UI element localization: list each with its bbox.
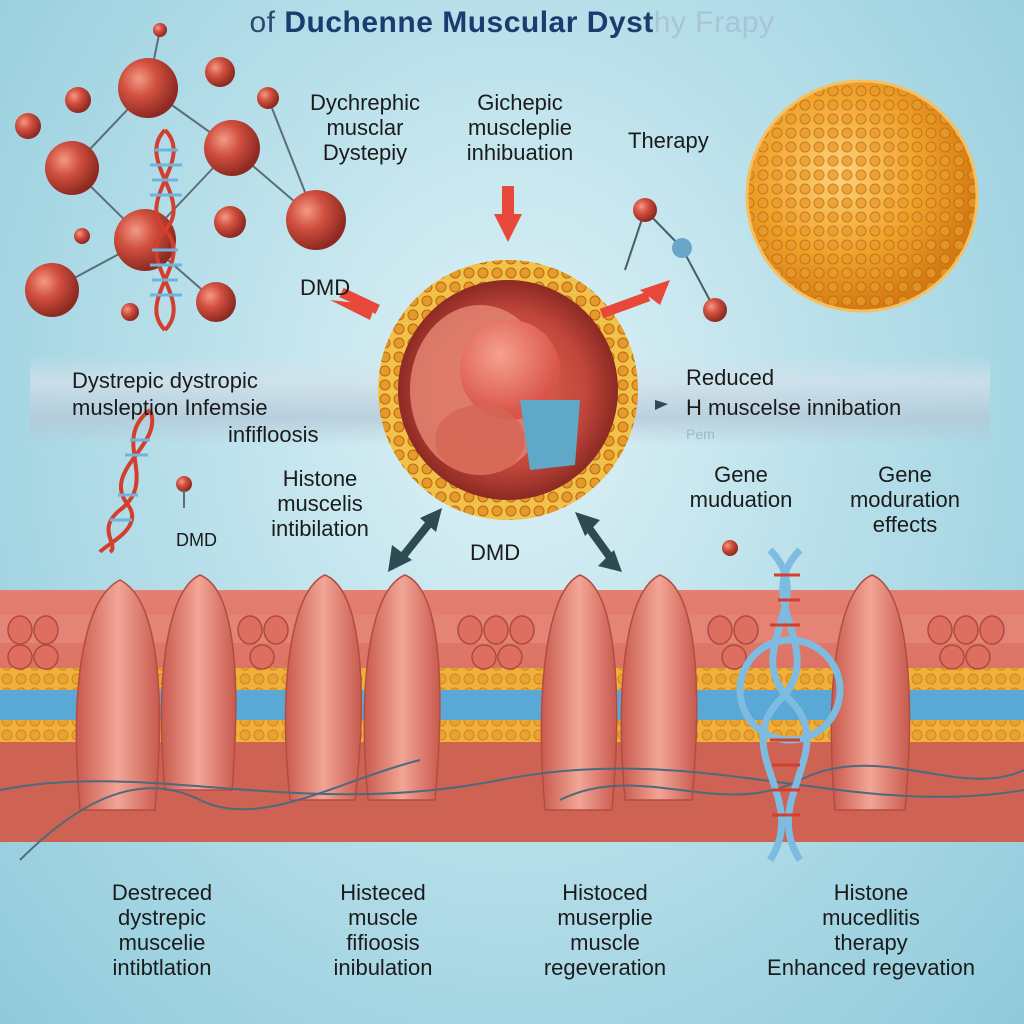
- label-line: regeveration: [543, 955, 667, 980]
- central-cell: [378, 260, 638, 520]
- label-line: Histone: [833, 880, 909, 905]
- dna-helix-top: [150, 128, 182, 332]
- label-line: muscleplie: [468, 115, 572, 140]
- label-line: inibulation: [333, 955, 433, 980]
- title-main: Duchenne Muscular Dyst: [284, 6, 654, 39]
- small-molecules-right: [624, 198, 727, 322]
- title-prefix: of: [249, 6, 285, 39]
- label-line: Destreced: [111, 880, 213, 905]
- label-line: Histoced: [562, 880, 648, 905]
- label-line: muscelis: [277, 491, 363, 516]
- label-line: muserplie: [557, 905, 653, 930]
- red-arrows: [330, 186, 670, 320]
- label-bottom-3: Histoced muserplie muscle regeveration: [510, 880, 700, 980]
- label-line: musclar: [326, 115, 404, 140]
- small-arrow: [655, 400, 668, 410]
- dna-helix-left: [98, 408, 155, 554]
- label-line: therapy: [834, 930, 908, 955]
- dna-helix-right: [736, 547, 844, 862]
- label-line: Dychrephic: [309, 90, 421, 115]
- label-dmd-left: DMD: [300, 275, 351, 300]
- label-dmd-small: DMD: [176, 530, 217, 550]
- label-line: intibtlation: [112, 955, 212, 980]
- label-line: Dystepiy: [322, 140, 408, 165]
- label-line: Histeced: [340, 880, 426, 905]
- label-line: Gene: [714, 462, 768, 487]
- label-dmd-center: DMD: [470, 540, 521, 565]
- label-histone-left: Histone muscelis intibilation: [255, 466, 385, 541]
- label-line: effects: [872, 512, 938, 537]
- label-band-right-2: H muscelse innibation: [686, 395, 902, 420]
- label-top-mid: Gichepic muscleplie inhibuation: [430, 90, 610, 165]
- label-band-right-3: Pem: [686, 426, 715, 442]
- label-line: intibilation: [271, 516, 369, 541]
- label-line: muduation: [689, 487, 793, 512]
- label-line: Enhanced regevation: [767, 955, 975, 980]
- cell-row: [7, 615, 1005, 670]
- small-molecule: [176, 476, 192, 492]
- label-line: dystrepic: [117, 905, 207, 930]
- label-bottom-2: Histeced muscle fifioosis inibulation: [298, 880, 468, 980]
- label-line: Gene: [878, 462, 932, 487]
- label-line: Gichepic: [477, 90, 563, 115]
- label-line: muscle: [348, 905, 418, 930]
- label-bottom-1: Destreced dystrepic muscelie intibtlatio…: [72, 880, 252, 980]
- label-band-left-1: Dystrepic dystropic: [72, 368, 258, 393]
- label-bottom-4: Histone mucedlitis therapy Enhanced rege…: [726, 880, 1016, 980]
- label-line: Histone: [282, 466, 358, 491]
- label-line: muscelie: [118, 930, 206, 955]
- title-faded: hy Frapy: [653, 6, 775, 39]
- dark-double-arrows: [388, 508, 622, 572]
- nanoparticle: [745, 79, 979, 313]
- label-gene-left: Gene muduation: [676, 462, 806, 512]
- label-line: fifioosis: [346, 930, 420, 955]
- diagram-title: of Duchenne Muscular Dysthy Frapy: [0, 6, 1024, 40]
- label-gene-right: Gene moduration effects: [820, 462, 990, 537]
- label-band-right-1: Reduced: [686, 365, 775, 390]
- label-line: moduration: [849, 487, 961, 512]
- label-line: mucedlitis: [822, 905, 920, 930]
- label-band-left-3: infifloosis: [228, 422, 319, 447]
- small-molecule-right: [722, 540, 738, 556]
- label-top-left: Dychrephic musclar Dystepiy: [285, 90, 445, 165]
- label-therapy: Therapy: [628, 128, 709, 153]
- label-band-left-2: musleption Infemsie: [72, 395, 268, 420]
- molecule-spheres: [15, 23, 346, 322]
- muscle-fibers: [75, 574, 911, 811]
- label-line: inhibuation: [466, 140, 574, 165]
- label-line: muscle: [570, 930, 640, 955]
